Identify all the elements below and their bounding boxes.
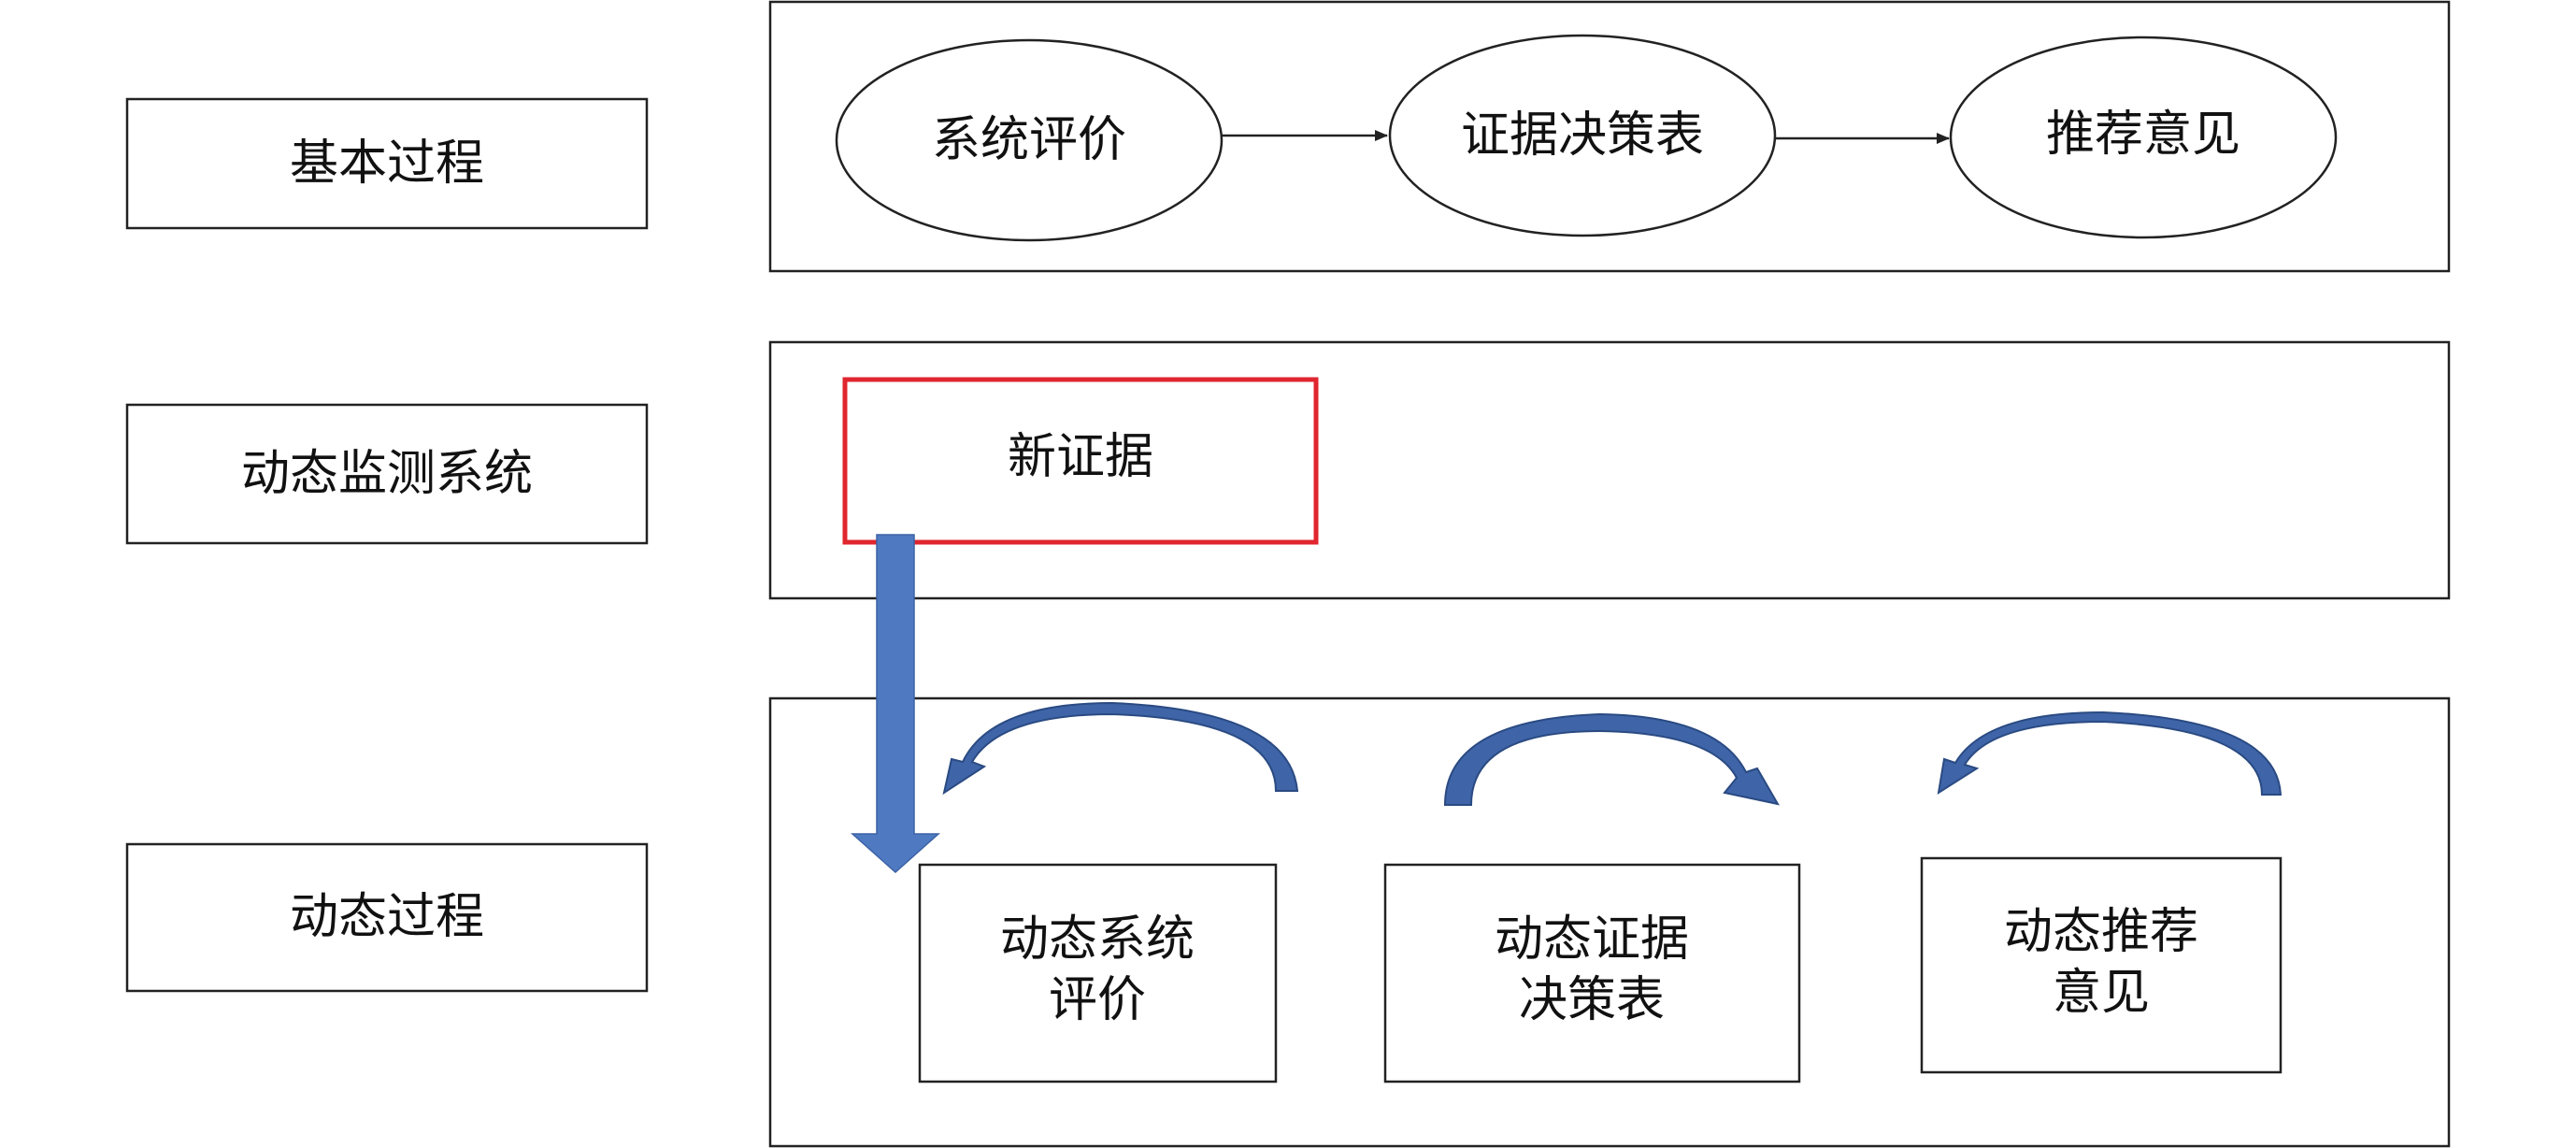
basic-process-panel: 系统评价 证据决策表 推荐意见 <box>768 0 2451 273</box>
dynamic-node-evidence-table-line2: 决策表 <box>1519 972 1665 1028</box>
basic-node-recommendation-text: 推荐意见 <box>2046 107 2240 163</box>
curved-arrow-middle-icon <box>1443 712 1780 806</box>
basic-node-evidence-table: 证据决策表 <box>1388 34 1777 237</box>
dynamic-node-system-review-line2: 评价 <box>1049 972 1146 1028</box>
basic-node-system-review: 系统评价 <box>835 38 1224 242</box>
basic-node-system-review-text: 系统评价 <box>932 112 1126 168</box>
new-evidence-box: 新证据 <box>842 377 1319 545</box>
down-arrow-icon <box>851 534 940 874</box>
dynamic-node-evidence-table-line1: 动态证据 <box>1495 911 1689 968</box>
row-label-basic-text: 基本过程 <box>290 136 484 192</box>
dynamic-process-panel: 动态系统 评价 动态证据 决策表 动态推荐 意见 <box>768 696 2451 1148</box>
row-label-dynamic-text: 动态过程 <box>290 889 484 945</box>
dynamic-node-recommendation: 动态推荐 意见 <box>1920 856 2283 1074</box>
dynamic-node-system-review-line1: 动态系统 <box>1000 911 1195 968</box>
row-label-basic: 基本过程 <box>125 97 649 230</box>
monitor-system-panel: 新证据 <box>768 340 2451 600</box>
basic-node-recommendation: 推荐意见 <box>1949 36 2338 239</box>
dynamic-node-evidence-table: 动态证据 决策表 <box>1383 863 1801 1083</box>
row-label-dynamic: 动态过程 <box>125 842 649 993</box>
curved-arrow-left-icon <box>942 701 1299 796</box>
new-evidence-text: 新证据 <box>1008 429 1153 485</box>
row-label-monitor-text: 动态监测系统 <box>241 446 533 502</box>
row-label-monitor: 动态监测系统 <box>125 403 649 545</box>
dynamic-node-recommendation-line1: 动态推荐 <box>2004 904 2198 960</box>
dynamic-node-system-review: 动态系统 评价 <box>918 863 1278 1083</box>
dynamic-node-recommendation-line2: 意见 <box>2053 965 2150 1021</box>
curved-arrow-right-icon <box>1937 710 2283 796</box>
basic-node-evidence-table-text: 证据决策表 <box>1461 108 1704 164</box>
